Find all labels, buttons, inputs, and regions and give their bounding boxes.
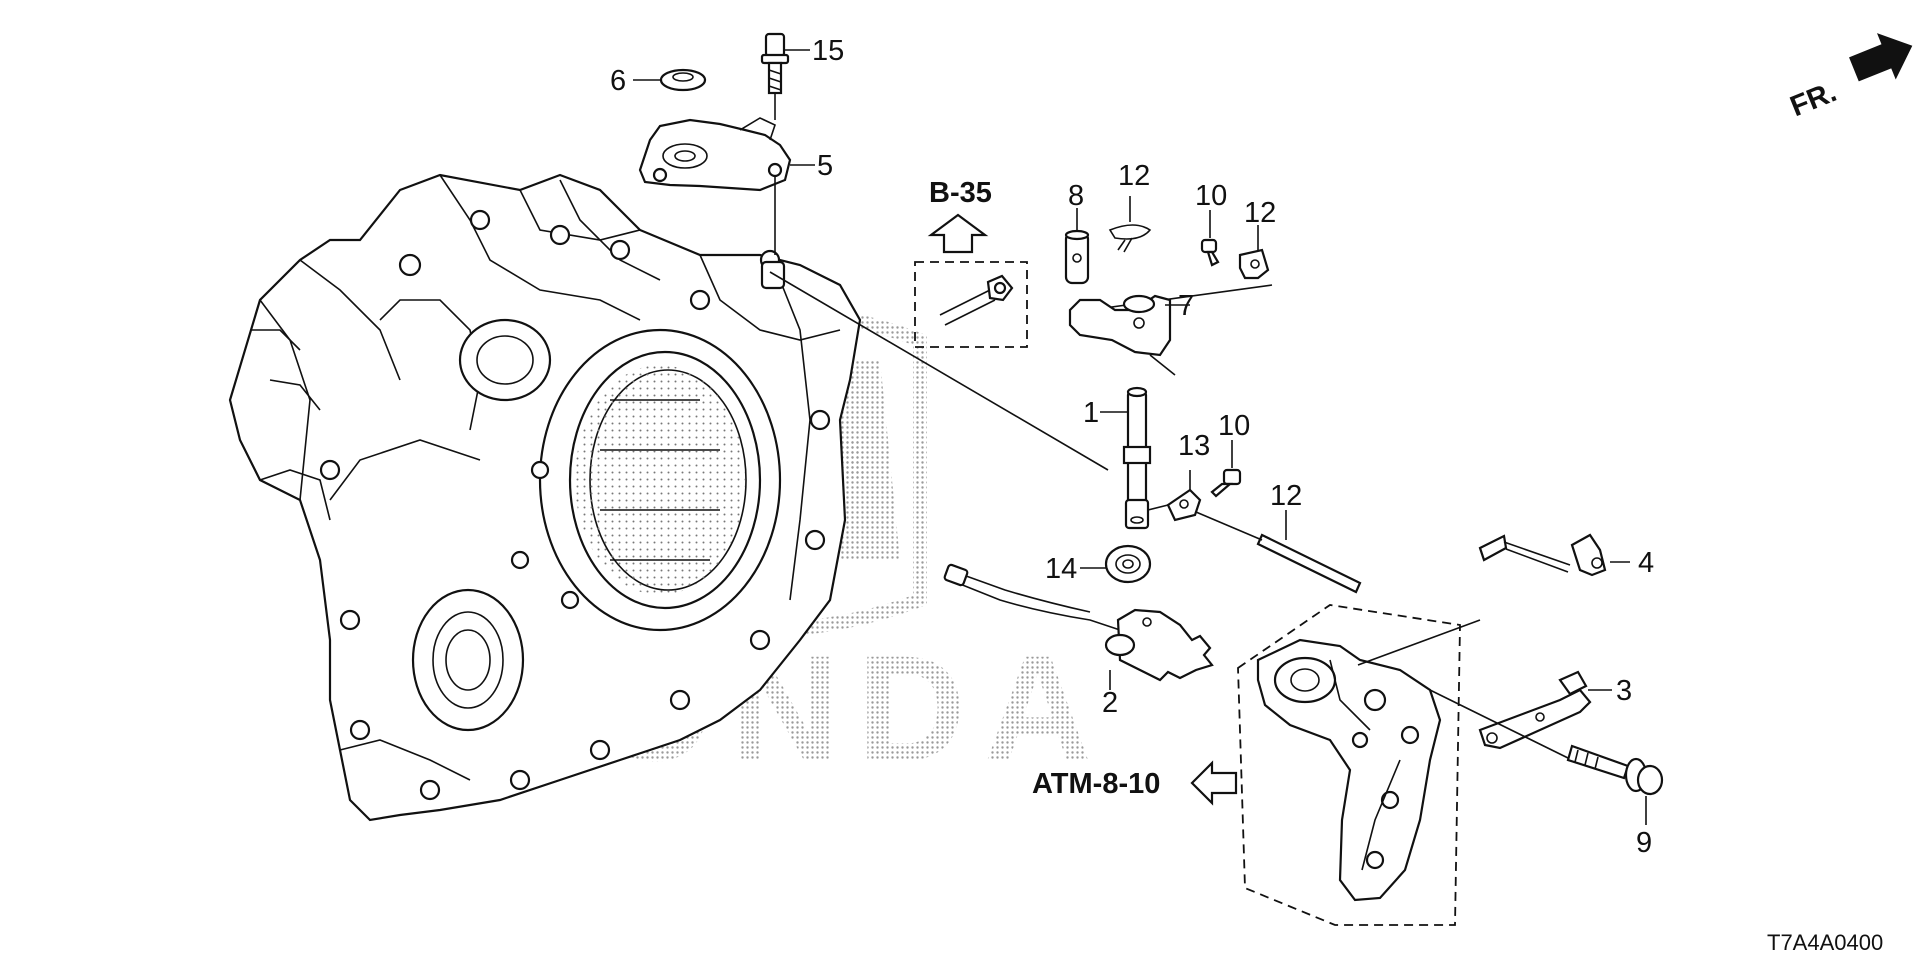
part-14-seal <box>1104 544 1152 584</box>
callout-15: 15 <box>812 35 844 67</box>
left-arrow-icon <box>1190 760 1238 806</box>
part-10-upper-bolt <box>1200 238 1220 267</box>
callout-8: 8 <box>1068 180 1084 212</box>
callout-3: 3 <box>1616 675 1632 707</box>
valve-body-dashed-outline <box>1237 604 1461 926</box>
reference-b35[interactable]: B-35 <box>929 177 992 209</box>
reference-atm-8-10[interactable]: ATM-8-10 <box>1032 768 1160 800</box>
callout-12-upper: 12 <box>1244 197 1276 229</box>
callout-5: 5 <box>817 150 833 182</box>
callout-10-upper: 10 <box>1195 180 1227 212</box>
b35-cable-end-icon <box>939 274 1014 326</box>
part-10-lower-bolt <box>1210 468 1242 498</box>
part-13-rod <box>1256 533 1362 594</box>
diagram-code: T7A4A0400 <box>1767 930 1883 955</box>
part-11-clip <box>1108 224 1152 253</box>
part-9-flange-bolt <box>1566 744 1664 796</box>
callout-10-lower: 10 <box>1218 410 1250 442</box>
transmission-case <box>228 173 862 822</box>
callout-6: 6 <box>610 65 626 97</box>
callout-4: 4 <box>1638 547 1654 579</box>
part-12-lower-clamp <box>1166 488 1202 522</box>
up-arrow-icon <box>927 213 989 254</box>
part-8-pin <box>1064 229 1090 285</box>
callout-13: 12 <box>1270 480 1302 512</box>
part-6-washer <box>659 68 707 92</box>
part-7-shift-lever <box>1068 294 1176 376</box>
valve-body-bracket <box>1256 638 1442 902</box>
part-12-upper-clamp <box>1238 248 1270 280</box>
part-2-detent-lever <box>943 563 1214 682</box>
part-5-range-sensor <box>638 117 792 192</box>
callout-14: 14 <box>1045 553 1077 585</box>
part-15-bolt <box>760 32 790 95</box>
callout-1: 1 <box>1083 397 1099 429</box>
callout-11: 12 <box>1118 160 1150 192</box>
callout-7: 7 <box>1178 290 1194 322</box>
callout-2: 2 <box>1102 687 1118 719</box>
front-direction-arrow <box>1849 33 1913 82</box>
part-1-control-shaft <box>1122 386 1152 530</box>
front-direction-label: FR. <box>1786 76 1841 123</box>
b35-dashed-box <box>914 261 1028 348</box>
part-3-bracket-plate <box>1478 670 1592 750</box>
callout-12-lower: 13 <box>1178 430 1210 462</box>
callout-9: 9 <box>1636 827 1652 859</box>
part-4-cable-end <box>1478 533 1607 577</box>
